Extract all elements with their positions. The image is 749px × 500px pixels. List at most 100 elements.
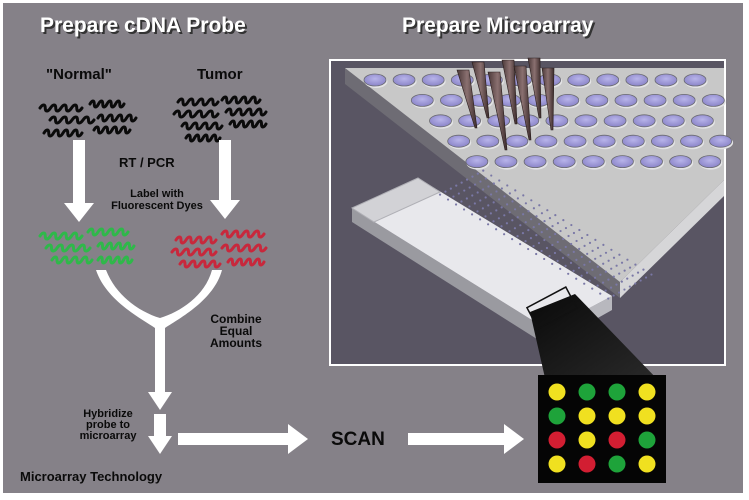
slide-spot	[500, 187, 503, 190]
slide-spot	[455, 184, 458, 187]
dna-strand	[48, 115, 96, 125]
plate-well	[505, 134, 529, 148]
slide-spot	[559, 229, 562, 233]
slide-spot	[468, 186, 471, 189]
plate-well	[625, 73, 649, 87]
slide-spot	[617, 291, 621, 294]
arrow-normal-down	[64, 140, 94, 222]
slide-spot	[481, 207, 484, 210]
pipette-tip	[471, 61, 490, 119]
slide-spot	[607, 278, 610, 281]
dna-strand	[226, 257, 266, 267]
zoom-box	[525, 286, 579, 330]
label-hybridize-line2: probe to	[86, 419, 130, 431]
label-tumor: Tumor	[197, 66, 243, 83]
plate-well	[654, 73, 678, 87]
label-combine-line2: Equal	[219, 324, 253, 338]
slide-spot	[570, 242, 573, 246]
slide-spot	[596, 246, 600, 249]
slide-spot	[497, 217, 500, 220]
slide-spot	[538, 204, 541, 207]
slide-spot	[460, 181, 463, 184]
scan-spot	[608, 407, 626, 425]
slide-spot	[548, 254, 551, 258]
slide-spot	[570, 223, 573, 227]
plate-well	[585, 94, 609, 107]
slide-top	[352, 178, 612, 330]
plate-well	[534, 134, 558, 148]
slide-spot	[516, 235, 519, 238]
arrow-tumor-down	[210, 140, 240, 219]
dna-strand	[96, 113, 138, 123]
slide-spot	[634, 282, 637, 285]
slide-spot	[521, 232, 525, 235]
slide-spot	[511, 219, 514, 222]
title-prepare-microarray: Prepare Microarray	[402, 14, 594, 37]
slide-spot	[530, 199, 533, 202]
arrow-to-scan	[178, 424, 308, 454]
slide-spot	[513, 227, 517, 230]
dna-strand	[38, 231, 84, 241]
slide-spot	[639, 279, 642, 282]
slide-spot	[551, 243, 554, 247]
slide-spot	[540, 212, 544, 215]
plate-well	[392, 73, 416, 87]
plate-well	[563, 134, 587, 148]
arrow-merge-down	[148, 392, 172, 410]
slide-spot	[532, 207, 536, 210]
slide-spot	[522, 213, 525, 216]
slide-spot	[543, 257, 546, 261]
slide-spot	[644, 276, 648, 279]
plate-well	[523, 155, 547, 169]
slide-spot	[626, 258, 629, 261]
plate-well	[410, 94, 434, 107]
arrow-hybridize-stem	[154, 414, 166, 438]
slide-spot	[586, 233, 589, 237]
slide-spot	[535, 215, 538, 218]
slide-spot	[567, 234, 570, 238]
slide-spot	[527, 210, 530, 213]
slide-spot	[540, 249, 543, 253]
slide-spot	[519, 205, 522, 208]
slide-spots	[438, 169, 653, 300]
slide-spot	[487, 204, 490, 207]
slide-spot	[593, 276, 597, 279]
label-fluorescent: Label with Fluorescent Dyes	[100, 188, 214, 212]
slide-spot	[618, 272, 621, 275]
slide-spot	[594, 238, 597, 241]
slide-spot	[626, 277, 629, 280]
label-fluorescent-line2: Fluorescent Dyes	[111, 200, 203, 212]
slide-spot	[561, 256, 565, 259]
pipette-tip	[527, 57, 542, 119]
slide-spot	[457, 192, 460, 195]
slide-spot	[556, 259, 559, 262]
scan-spot	[548, 407, 566, 425]
slide-spot	[473, 183, 477, 186]
slide-spot	[551, 262, 554, 265]
scan-spot	[548, 455, 566, 473]
scan-spot	[578, 431, 596, 449]
slide-spot	[623, 269, 626, 272]
dna-strand	[92, 125, 132, 135]
scan-spot	[578, 407, 596, 425]
slide-spot	[508, 192, 511, 195]
slide-spot	[586, 252, 589, 255]
slide-spot	[497, 198, 501, 201]
slide-spot	[615, 264, 618, 267]
title-prepare-probe: Prepare cDNA Probe	[40, 14, 246, 37]
arrow-to-grid	[408, 424, 524, 454]
slide-spot	[610, 248, 613, 251]
plate-well	[494, 155, 518, 169]
label-rt-pcr: RT / PCR	[119, 155, 175, 170]
slide-spot	[516, 197, 519, 200]
slide-spot	[583, 263, 586, 266]
slide-spot	[583, 244, 586, 247]
plate-well	[476, 134, 500, 148]
slide-spot	[546, 209, 549, 212]
scan-spot	[608, 455, 626, 473]
slide-spot	[599, 292, 602, 295]
label-hybridize-line3: microarray	[79, 430, 137, 442]
merge-connector	[96, 270, 222, 398]
slide-spot	[505, 222, 509, 225]
slide-spot	[612, 256, 616, 259]
